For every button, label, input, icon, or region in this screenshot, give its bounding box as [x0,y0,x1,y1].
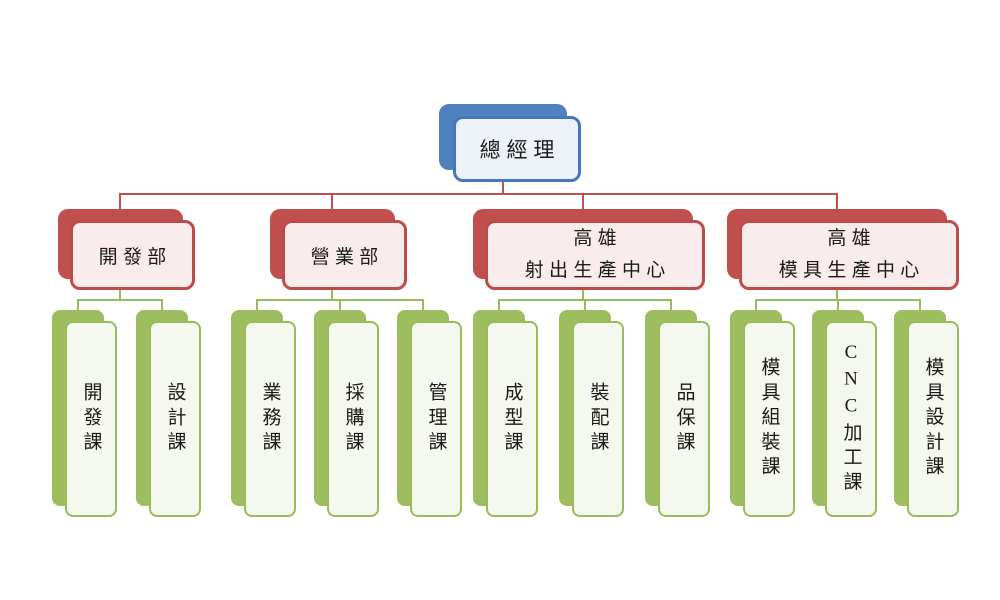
connector-drop-purchasing-section [339,299,341,311]
node-label: 設計課 [164,381,186,457]
connector-drop-mold-design-section [919,299,921,311]
node-label: 採購課 [342,381,364,457]
connector-drop-qa-section [670,299,672,311]
node-label-line2: 射出生產中心 [524,260,671,281]
node-label: 營業部 [310,246,384,268]
connector-drop-management-section [422,299,424,311]
card-front: CNC加工課 [825,321,877,517]
node-label: 裝配課 [587,381,609,457]
connector-sales-stem [331,289,333,301]
node-purchasing-section: 採購課 [314,310,379,517]
connector-dept-rail [119,193,838,195]
node-mold-design-section: 模具設計課 [894,310,959,517]
node-label: 開發部 [98,246,172,268]
node-label: 管理課 [425,381,447,457]
connector-drop-cnc-section [837,299,839,311]
node-kaohsiung-mold-center: 高雄 模具生產中心 [727,209,959,290]
connector-development-rail [77,299,163,301]
connector-drop-assembly-section [584,299,586,311]
node-label: 開發課 [80,381,102,457]
node-label-line2: 模具生產中心 [778,260,925,281]
node-label: 品保課 [673,381,695,457]
card-front: 管理課 [410,321,462,517]
node-development-section: 開發課 [52,310,117,517]
node-label: 模具組裝課 [758,357,780,481]
node-label: 成型課 [501,381,523,457]
connector-drop-mold-assembly-section [755,299,757,311]
node-development-dept: 開發部 [58,209,195,290]
connector-injection-stem [582,289,584,301]
connector-mold-stem [836,289,838,301]
card-front: 採購課 [327,321,379,517]
node-design-section: 設計課 [136,310,201,517]
connector-drop-mold-center [836,193,838,210]
connector-drop-molding-section [498,299,500,311]
connector-drop-design-section [161,299,163,311]
card-front: 成型課 [486,321,538,517]
connector-root-stem [502,181,504,194]
card-front: 開發部 [70,220,195,290]
node-label: CNC加工課 [840,341,862,497]
connector-drop-injection-center [582,193,584,210]
node-label-line1: 高雄 [573,228,622,249]
card-front: 設計課 [149,321,201,517]
node-kaohsiung-injection-center: 高雄 射出生產中心 [473,209,705,290]
card-front: 模具設計課 [907,321,959,517]
node-cnc-machining-section: CNC加工課 [812,310,877,517]
node-label-line1: 高雄 [827,228,876,249]
node-general-manager: 總經理 [439,104,581,182]
node-molding-section: 成型課 [473,310,538,517]
node-sales-dept: 營業部 [270,209,407,290]
node-qa-section: 品保課 [645,310,710,517]
card-front: 總經理 [453,116,581,182]
connector-drop-development [119,193,121,210]
node-label: 總經理 [479,138,561,162]
card-front: 營業部 [282,220,407,290]
card-front: 高雄 射出生產中心 [485,220,705,290]
card-front: 裝配課 [572,321,624,517]
node-management-section: 管理課 [397,310,462,517]
card-front: 開發課 [65,321,117,517]
node-business-section: 業務課 [231,310,296,517]
connector-drop-dev-section [77,299,79,311]
connector-drop-business-section [256,299,258,311]
card-front: 高雄 模具生產中心 [739,220,959,290]
node-mold-assembly-section: 模具組裝課 [730,310,795,517]
node-label: 模具設計課 [922,357,944,481]
connector-development-stem [119,289,121,301]
node-assembly-section: 裝配課 [559,310,624,517]
card-front: 模具組裝課 [743,321,795,517]
node-label: 業務課 [259,381,281,457]
connector-drop-sales [331,193,333,210]
card-front: 品保課 [658,321,710,517]
card-front: 業務課 [244,321,296,517]
